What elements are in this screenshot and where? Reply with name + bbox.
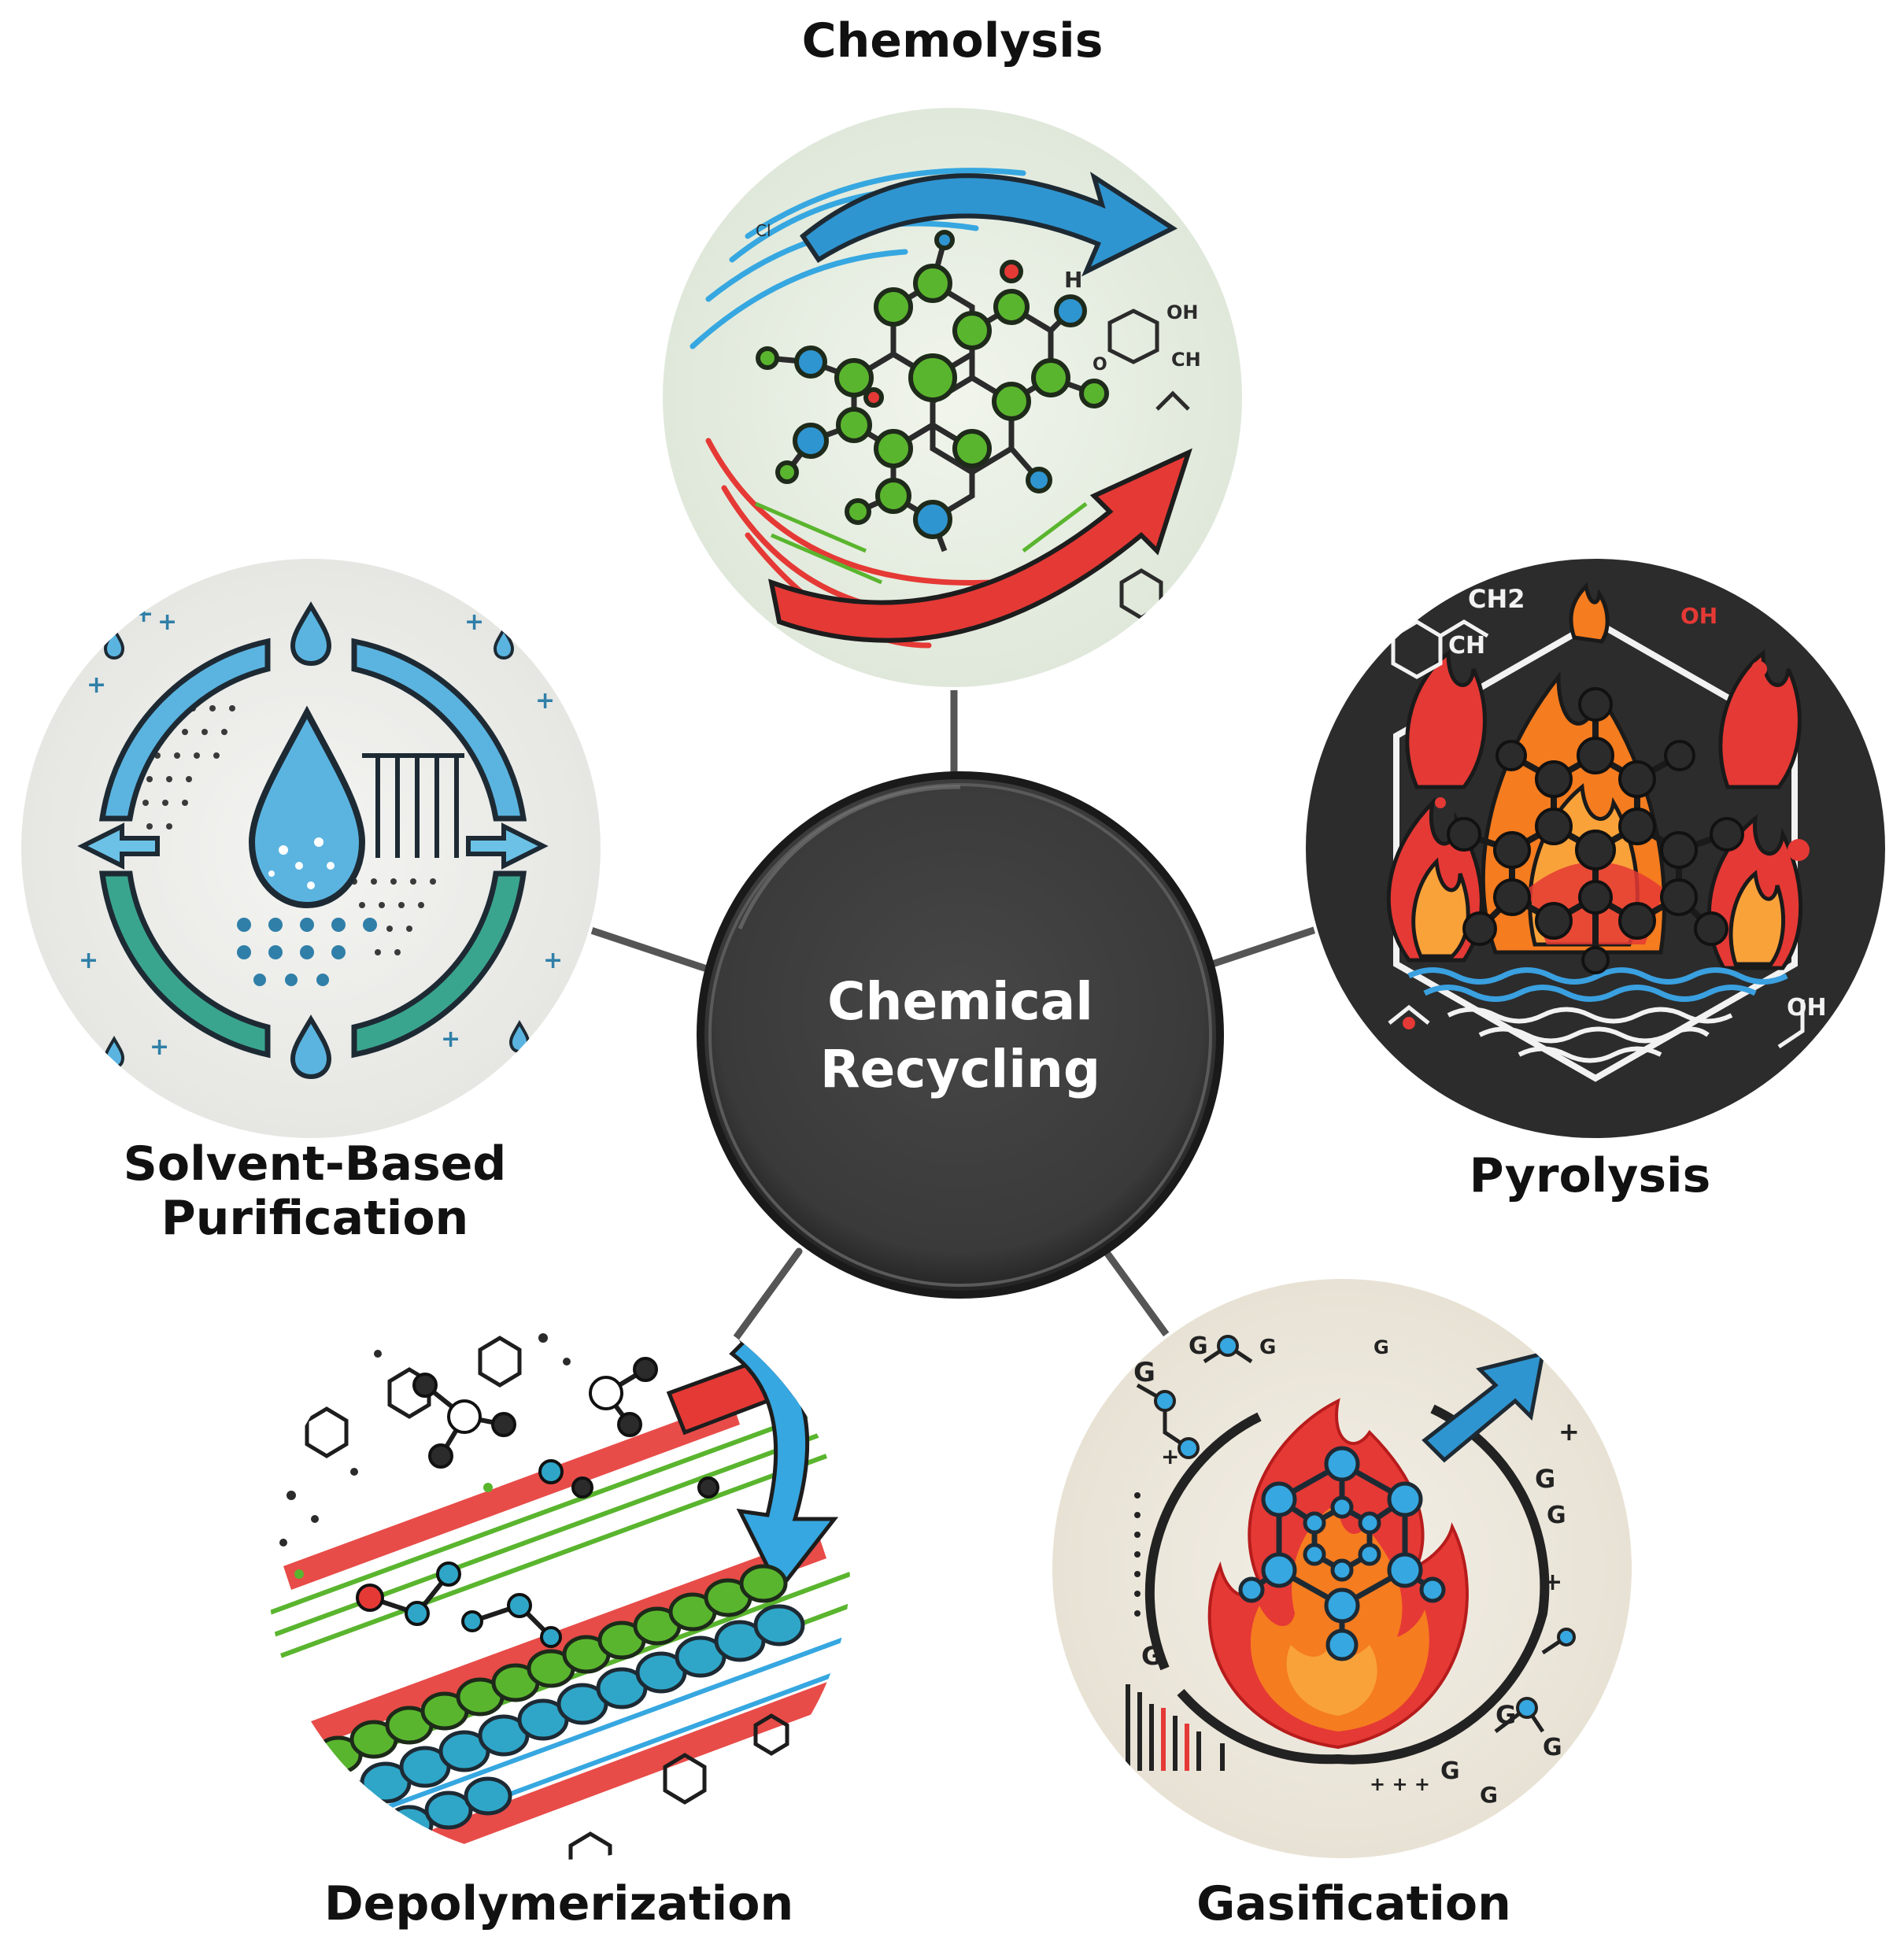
center-node xyxy=(697,771,1224,1299)
pyrolysis-formula-oh: OH xyxy=(1787,994,1827,1022)
center-title: Chemical Recycling xyxy=(701,968,1220,1103)
connector-depolymerization xyxy=(732,1247,803,1342)
svg-text:+: + xyxy=(79,947,98,974)
connector-solvent xyxy=(582,925,708,972)
solvent-illustration: +++ +++ +++ xyxy=(20,557,602,1140)
svg-text:G: G xyxy=(1373,1336,1389,1358)
svg-text:+: + xyxy=(1161,1443,1179,1469)
gasification-illustration: G G G G G G G G G G G + + + + + + xyxy=(1051,1277,1633,1860)
svg-text:+: + xyxy=(1558,1417,1580,1447)
svg-text:+ + +: + + + xyxy=(1370,1773,1430,1795)
solvent-based-purification-label: Solvent-Based Purification xyxy=(63,1137,567,1246)
gasification-label: Gasification xyxy=(1196,1876,1511,1931)
svg-text:G: G xyxy=(1543,1734,1562,1761)
svg-text:Cl: Cl xyxy=(756,221,771,240)
svg-text:G: G xyxy=(1141,1641,1162,1671)
svg-text:G: G xyxy=(1480,1782,1498,1808)
svg-text:+: + xyxy=(87,671,106,699)
svg-text:OH: OH xyxy=(1166,301,1199,323)
pyrolysis-formula-ch2: CH2 xyxy=(1468,584,1525,614)
connector-pyrolysis xyxy=(1196,925,1322,972)
svg-text:G: G xyxy=(1495,1700,1516,1730)
center-title-line1: Chemical xyxy=(827,971,1093,1032)
solvent-label-line2: Purification xyxy=(161,1191,469,1246)
center-title-line2: Recycling xyxy=(819,1038,1101,1099)
chemolysis-illustration: H OH CH O Cl xyxy=(661,106,1244,689)
depolymerization-illustration xyxy=(268,1277,850,1860)
pyrolysis-formula-oh-top: OH xyxy=(1680,603,1717,629)
svg-text:+: + xyxy=(535,687,555,715)
pyrolysis-formula-ch: CH xyxy=(1448,632,1485,660)
svg-text:G: G xyxy=(1189,1332,1208,1360)
pyrolysis-illustration: CH2 CH OH OH xyxy=(1304,557,1887,1140)
svg-text:G: G xyxy=(1259,1336,1276,1359)
svg-text:+: + xyxy=(1543,1569,1562,1596)
svg-text:CH: CH xyxy=(1171,349,1201,371)
svg-text:O: O xyxy=(1092,355,1107,375)
svg-text:G: G xyxy=(1547,1502,1566,1529)
svg-text:H: H xyxy=(1064,267,1082,293)
solvent-label-line1: Solvent-Based xyxy=(123,1136,507,1192)
depolymerization-label: Depolymerization xyxy=(323,1876,794,1931)
svg-text:+: + xyxy=(543,947,563,974)
svg-text:G: G xyxy=(1535,1464,1555,1494)
svg-text:+: + xyxy=(150,1033,169,1061)
pyrolysis-label: Pyrolysis xyxy=(1469,1148,1711,1203)
svg-text:+: + xyxy=(441,1026,460,1053)
chemolysis-label: Chemolysis xyxy=(801,13,1104,68)
svg-text:+: + xyxy=(157,608,177,636)
connector-gasification xyxy=(1102,1247,1173,1342)
svg-text:G: G xyxy=(1440,1757,1460,1785)
